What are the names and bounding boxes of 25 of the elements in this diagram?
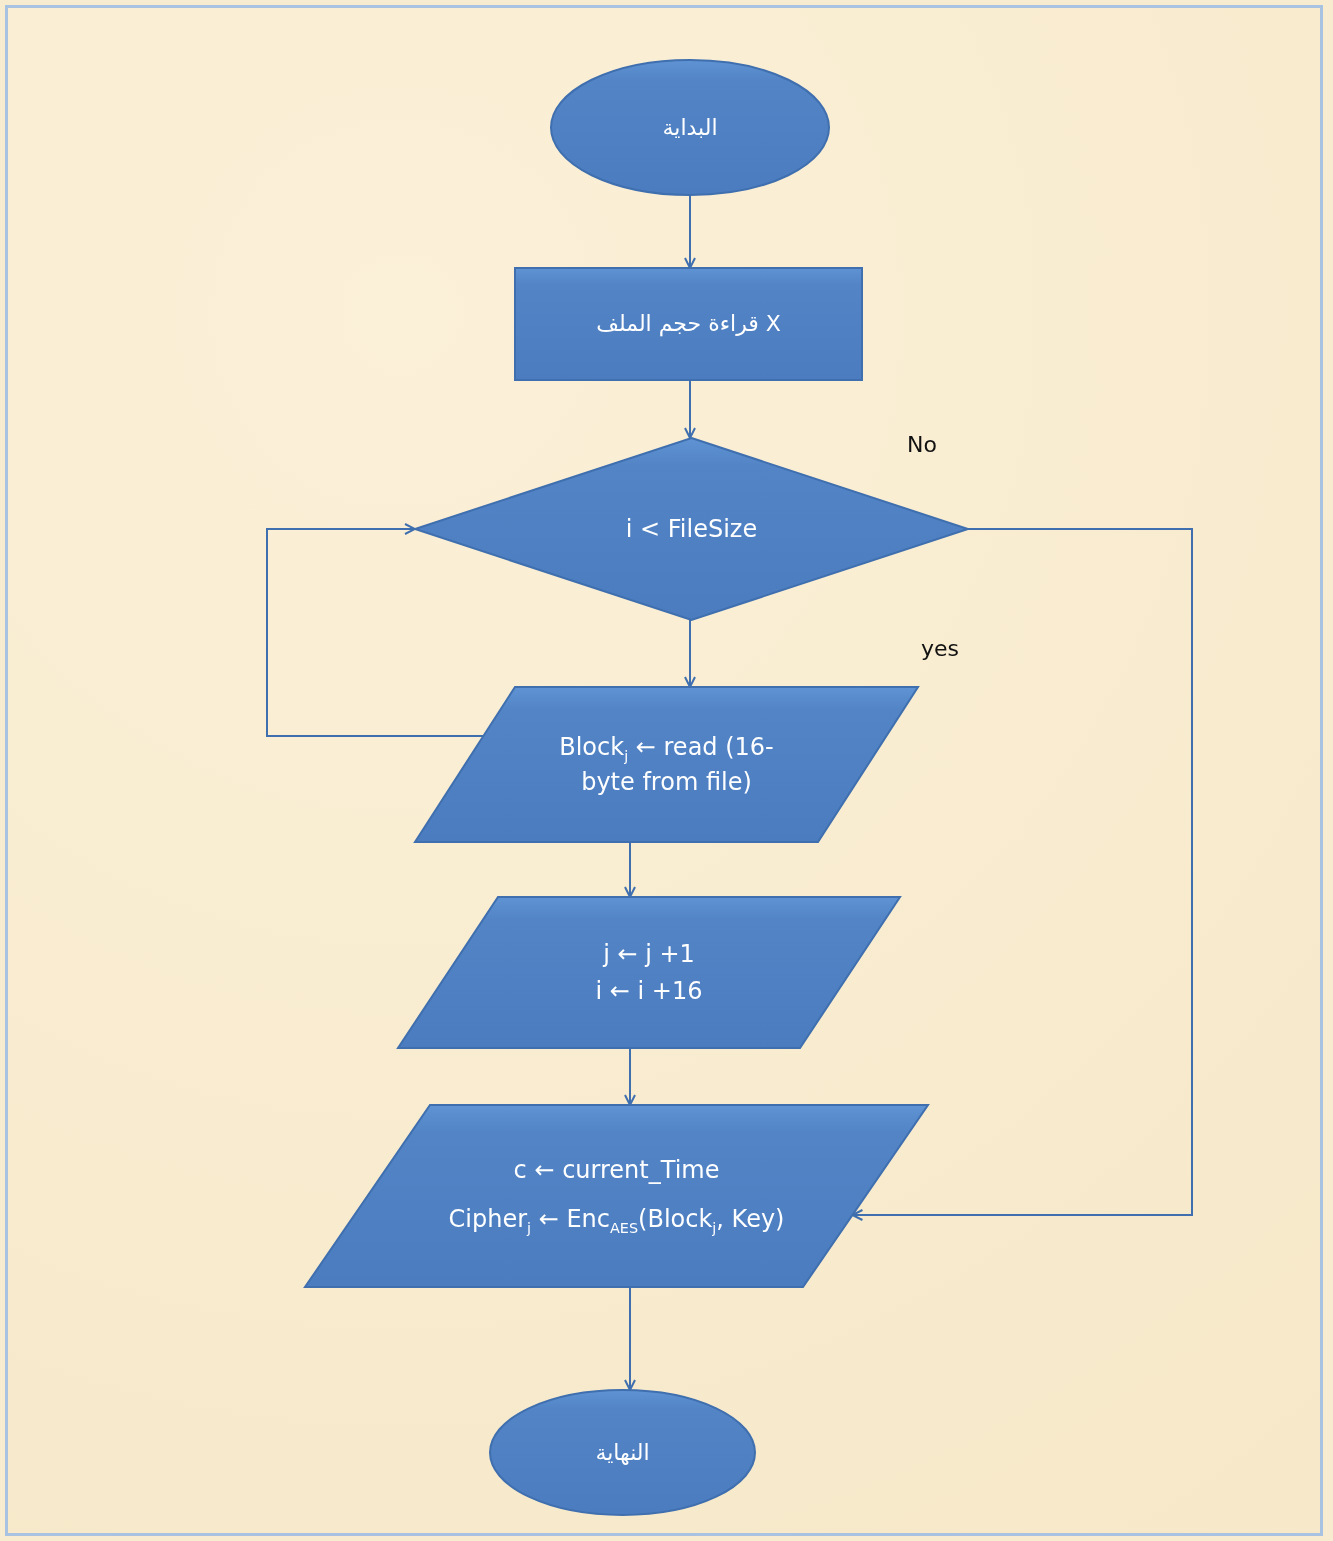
arrow [624, 1286, 636, 1391]
node-text: i ← i +16 [595, 975, 703, 1007]
node-text: c ← current_Time [513, 1155, 720, 1187]
branch-label: yes [921, 636, 960, 661]
arrow [624, 1047, 636, 1106]
node-text: X قراءة حجم الملف [596, 310, 781, 339]
branch-label: No [907, 432, 937, 457]
input-parallelogram [415, 687, 918, 842]
node-text: النهاية [595, 1438, 650, 1467]
node-text: i < FileSize [625, 513, 758, 545]
arrow [851, 528, 1193, 1221]
process-parallelogram [305, 1105, 928, 1287]
process-box [515, 268, 862, 380]
start-ellipse [551, 60, 829, 195]
process-parallelogram [398, 897, 900, 1048]
end-ellipse [490, 1390, 755, 1515]
arrow [684, 379, 696, 439]
node-text: Block$_{j}$ ← read (16-byte from file) [558, 731, 775, 798]
decision-diamond [415, 438, 968, 620]
arrow [684, 194, 696, 269]
node-text: البداية [662, 113, 718, 142]
node-text: j ← j +1 [603, 939, 695, 971]
arrow [684, 619, 696, 688]
arrow [624, 841, 636, 898]
node-text: Cipher$_{j}$ ← Enc$_{AES}$(Block$_{j}$, Key) [448, 1203, 785, 1238]
